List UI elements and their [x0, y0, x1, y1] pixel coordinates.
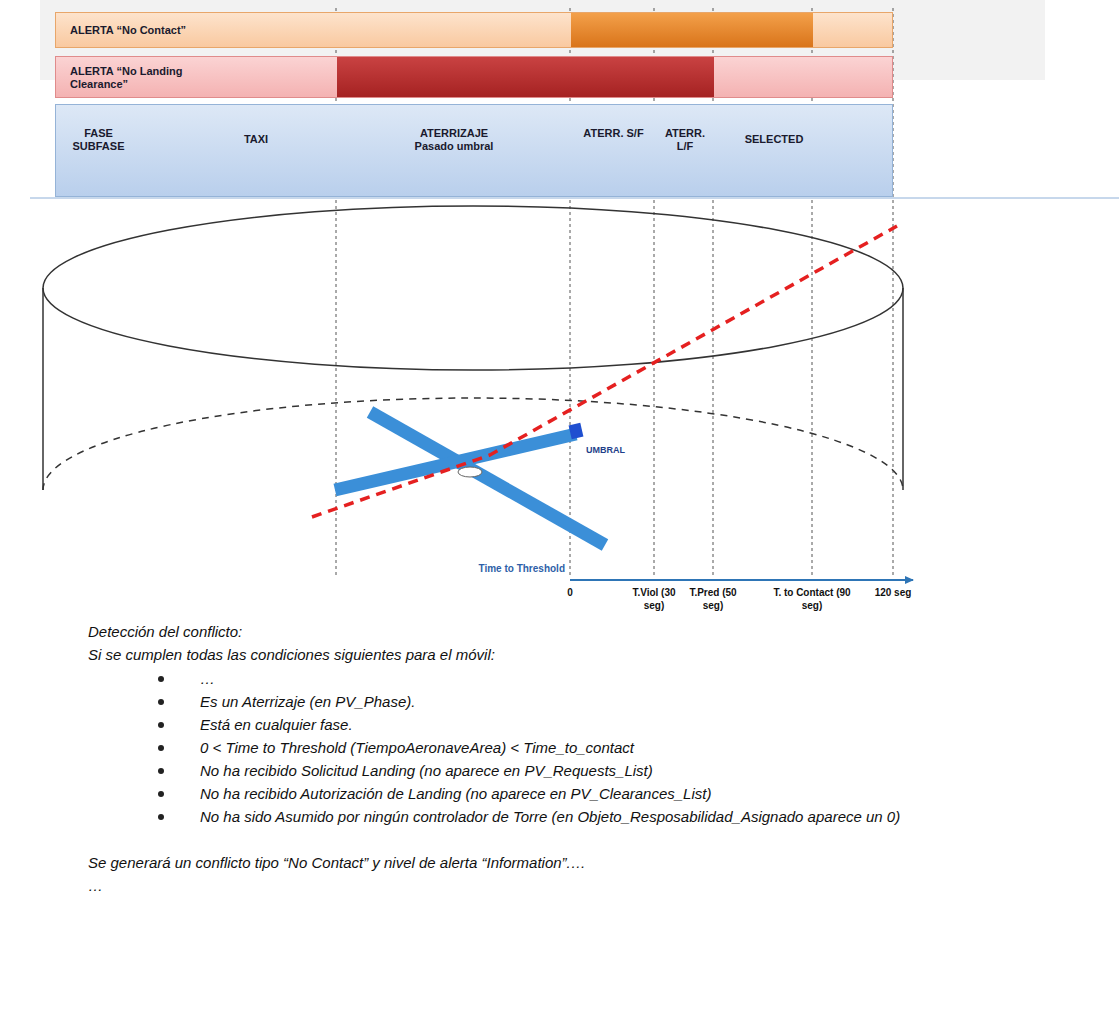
alert-active-segment	[337, 57, 714, 97]
band-label: TAXI	[226, 133, 286, 146]
condition-text: Está en cualquier fase.	[200, 715, 1080, 735]
alert-active-segment	[571, 13, 813, 47]
bullet-dot	[158, 814, 164, 820]
condition-text: 0 < Time to Threshold (TiempoAeronaveAre…	[200, 738, 1080, 758]
axis-label: UMBRAL	[586, 444, 646, 456]
separator-line	[30, 198, 1119, 199]
bullet-dot	[158, 768, 164, 774]
band-label: FASE SUBFASE	[61, 127, 136, 153]
phase-band: ALERTA “No Contact”	[55, 12, 893, 48]
bullet-dot	[158, 745, 164, 751]
condition-text: Detección del conflicto:	[88, 622, 988, 642]
bullet-dot	[158, 676, 164, 682]
band-label: ALERTA “No Contact”	[70, 24, 270, 37]
axis-label: Time to Threshold	[440, 562, 565, 575]
band-label: ATERRIZAJE Pasado umbral	[399, 127, 509, 153]
illustration-ground	[36, 80, 1045, 615]
cylinder-volume	[43, 206, 903, 490]
bullet-dot	[158, 699, 164, 705]
axis-label: 120 seg	[863, 586, 923, 599]
condition-text: No ha recibido Autorización de Landing (…	[200, 784, 1080, 804]
phase-band: ALERTA “No Landing Clearance”	[55, 56, 893, 98]
condition-text: …	[88, 876, 288, 896]
condition-text: Es un Aterrizaje (en PV_Phase).	[200, 692, 1080, 712]
condition-text: Se generará un conflicto tipo “No Contac…	[88, 853, 1088, 873]
time-axis	[570, 579, 913, 581]
axis-label: T.Pred (50 seg)	[682, 586, 744, 612]
condition-text: No ha recibido Solicitud Landing (no apa…	[200, 761, 1080, 781]
runways	[335, 412, 605, 545]
axis-label: 0	[555, 586, 585, 599]
band-label: ATERR. L/F	[656, 127, 714, 153]
condition-text: …	[200, 669, 1080, 689]
bullet-dot	[158, 791, 164, 797]
axis-label: T.Viol (30 seg)	[623, 586, 685, 612]
band-label: ATERR. S/F	[576, 127, 651, 140]
band-label: SELECTED	[724, 133, 824, 146]
condition-text: Si se cumplen todas las condiciones sigu…	[88, 645, 1088, 665]
condition-text: No ha sido Asumido por ningún controlado…	[200, 807, 1105, 827]
axis-label: T. to Contact (90 seg)	[772, 586, 852, 612]
phase-band: FASE SUBFASE TAXI ATERRIZAJE Pasado umbral…	[55, 104, 893, 197]
approach-path	[312, 226, 897, 517]
bullet-dot	[158, 722, 164, 728]
band-label: ALERTA “No Landing Clearance”	[70, 65, 240, 91]
